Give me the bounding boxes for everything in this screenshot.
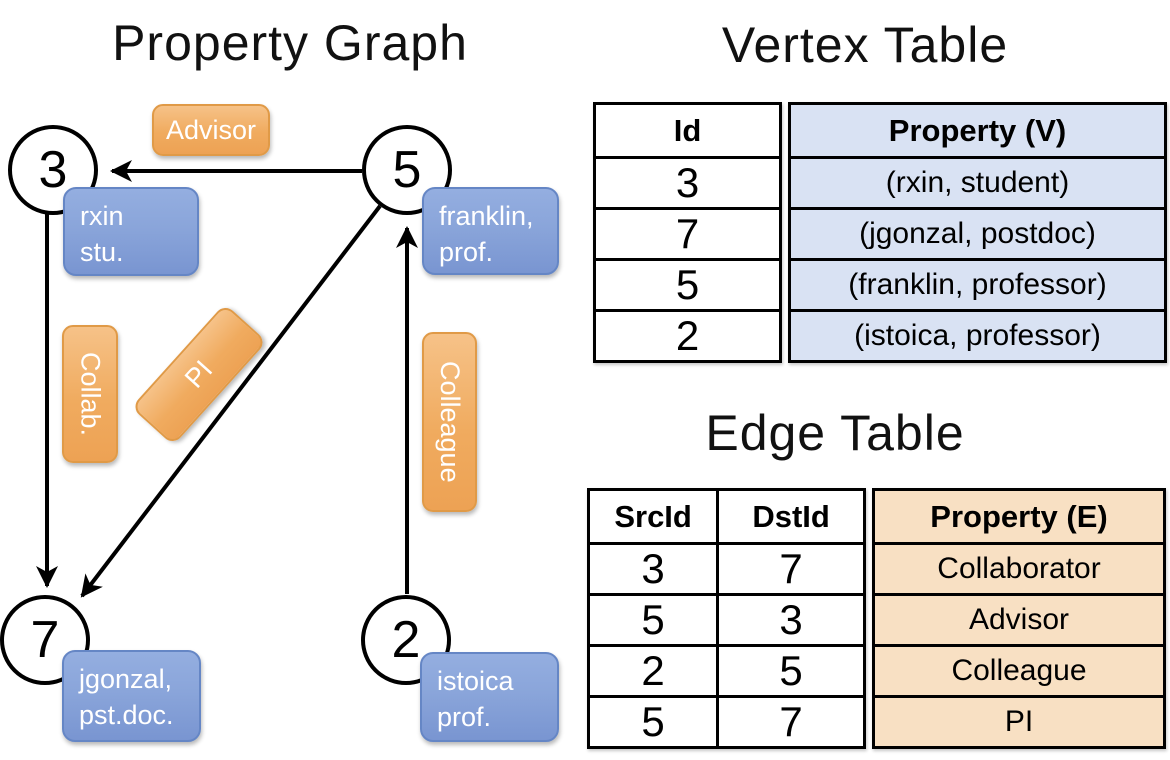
graph-edges-layer — [36, 160, 418, 598]
vertex-table-property-header: Property (V) — [791, 105, 1164, 156]
graph-node-2: 2 — [361, 595, 451, 685]
vertex-property-box-jgonzal: jgonzal, pst.doc. — [62, 650, 201, 742]
vertex-label-line: prof. — [437, 701, 492, 732]
edge-table-id-columns: SrcId 3 5 2 5 DstId 7 3 5 7 — [587, 488, 866, 749]
vertex-table-title: Vertex Table — [721, 17, 1009, 73]
node-3-id: 3 — [38, 141, 68, 199]
edge-table: SrcId 3 5 2 5 DstId 7 3 5 7 Property (E)… — [587, 488, 1166, 749]
node-2-id: 2 — [391, 611, 421, 669]
vertex-label-line: istoica — [437, 666, 514, 696]
edge-table-title: Edge Table — [705, 405, 965, 461]
edge-table-property-cell: Colleague — [875, 644, 1163, 695]
vertex-table-id-cell: 2 — [596, 309, 779, 360]
vertex-table-id-cell: 5 — [596, 258, 779, 309]
edge-table-dst-column: DstId 7 3 5 7 — [716, 491, 863, 746]
property-graph-title: Property Graph — [112, 15, 468, 71]
vertex-table-id-column: Id 3 7 5 2 — [593, 102, 782, 363]
vertex-property-box-istoica: istoica prof. — [420, 652, 559, 742]
edge-label-colleague: Colleague — [422, 332, 477, 512]
vertex-table-property-column: Property (V) (rxin, student) (jgonzal, p… — [788, 102, 1167, 363]
edge-table-property-cell: PI — [875, 695, 1163, 746]
vertex-property-box-franklin: franklin, prof. — [422, 187, 559, 275]
edge-table-property-cell: Collaborator — [875, 542, 1163, 593]
graph-node-5: 5 — [362, 125, 452, 215]
vertex-table-property-cell: (istoica, professor) — [791, 309, 1164, 360]
vertex-label-line: pst.doc. — [79, 699, 174, 730]
vertex-table-id-cell: 7 — [596, 207, 779, 258]
vertex-property-box-rxin: rxin stu. — [63, 187, 199, 276]
node-5-id: 5 — [392, 141, 422, 199]
vertex-label-line: rxin — [80, 201, 124, 231]
edge-table-property-cell: Advisor — [875, 593, 1163, 644]
vertex-table-property-cell: (jgonzal, postdoc) — [791, 207, 1164, 258]
edge-table-src-cell: 5 — [590, 593, 717, 644]
node-7-id: 7 — [30, 611, 60, 669]
edge-label-collab: Collab. — [62, 325, 118, 463]
vertex-table-id-header: Id — [673, 112, 702, 148]
edge-table-dst-cell: 7 — [719, 542, 863, 593]
vertex-table: Id 3 7 5 2 Property (V) (rxin, student) … — [593, 102, 1167, 363]
edge-table-src-cell: 3 — [590, 542, 717, 593]
vertex-label-line: prof. — [439, 236, 494, 267]
edge-table-dst-cell: 5 — [719, 644, 863, 695]
edge-table-src-column: SrcId 3 5 2 5 — [590, 491, 717, 746]
vertex-table-property-cell: (rxin, student) — [791, 156, 1164, 207]
vertex-label-line: franklin, — [439, 201, 534, 231]
vertex-table-property-cell: (franklin, professor) — [791, 258, 1164, 309]
vertex-label-line: stu. — [80, 236, 124, 267]
edge-table-property-column: Property (E) Collaborator Advisor Collea… — [872, 488, 1166, 749]
edge-table-src-cell: 5 — [590, 695, 717, 746]
edge-table-src-cell: 2 — [590, 644, 717, 695]
edge-label-advisor: Advisor — [152, 104, 270, 156]
edge-table-property-header: Property (E) — [875, 491, 1163, 542]
vertex-label-line: jgonzal, — [79, 664, 173, 694]
edge-table-dst-header: DstId — [752, 498, 830, 534]
edge-table-src-header: SrcId — [614, 498, 692, 534]
edge-table-dst-cell: 7 — [719, 695, 863, 746]
edge-pi-5-to-7 — [80, 204, 382, 598]
vertex-table-id-cell: 3 — [596, 156, 779, 207]
edge-table-dst-cell: 3 — [719, 593, 863, 644]
